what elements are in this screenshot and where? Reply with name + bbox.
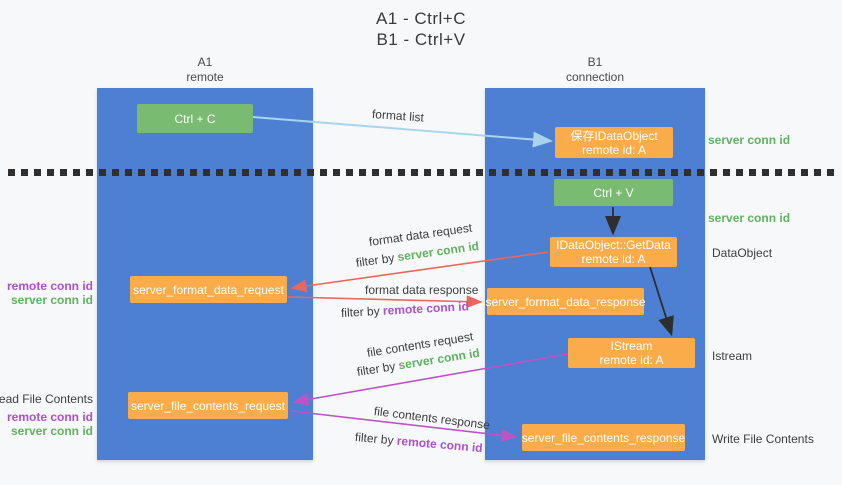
node-server-format-data-request-label: server_format_data_request [133,282,284,297]
title-line-2: B1 - Ctrl+V [376,30,466,49]
label-dataobject: DataObject [712,246,773,260]
node-server-format-data-response-label: server_format_data_response [485,294,646,309]
label-istream: Istream [712,349,753,363]
title-line-1: A1 - Ctrl+C [375,9,467,28]
label-format-list: format list [371,107,425,125]
node-save-idataobject-line1: 保存IDataObject [570,128,658,143]
node-ctrl-c: Ctrl + C [137,104,253,133]
node-istream: IStream remote id: A [568,338,695,368]
node-save-idataobject: 保存IDataObject remote id: A [555,127,673,158]
label-file-contents-response: file contents response [373,404,491,433]
filter-prefix: filter by [354,430,395,448]
label-read-file-contents: Read File Contents [0,392,93,406]
filter-prefix: filter by [355,250,396,270]
node-server-format-data-request: server_format_data_request [130,276,287,303]
node-ctrl-v: Ctrl + V [554,179,673,206]
node-server-file-contents-response-label: server_file_contents_response [521,430,686,445]
node-ctrl-c-label: Ctrl + C [174,111,216,126]
node-save-idataobject-line2: remote id: A [581,142,647,157]
label-file-remote-conn-id: remote conn id [6,410,93,424]
label-server-conn-id-top: server conn id [708,133,791,147]
label-write-file-contents: Write File Contents [712,432,814,446]
column-b1-name: B1 [587,55,603,69]
filter-remote-conn-id: remote conn id [396,433,484,456]
node-istream-line1: IStream [610,339,653,353]
diagram-title: A1 - Ctrl+C B1 - Ctrl+V [0,8,842,50]
column-header-b1: B1 connection [485,55,705,85]
column-b1-subtitle: connection [565,70,625,84]
label-server-conn-id-mid: server conn id [708,211,791,225]
node-idataobject-getdata: IDataObject::GetData remote id: A [550,237,677,267]
node-server-format-data-response: server_format_data_response [485,288,646,315]
label-filter-by-remote-conn-id-file: filter by remote conn id [354,430,483,455]
node-ctrl-v-label: Ctrl + V [593,185,634,200]
dotted-separator-line [8,169,834,176]
column-a1-name: A1 [197,55,213,69]
label-filter-by-remote-conn-id-format: filter by remote conn id [341,299,470,320]
label-format-remote-conn-id: remote conn id [6,279,93,293]
label-file-server-conn-id: server conn id [10,424,93,438]
node-server-file-contents-request: server_file_contents_request [128,392,288,419]
column-header-a1: A1 remote [97,55,313,85]
filter-prefix: filter by [355,359,397,379]
node-server-file-contents-response: server_file_contents_response [522,424,685,451]
node-idataobject-getdata-line1: IDataObject::GetData [556,238,671,252]
label-format-server-conn-id: server conn id [10,293,93,307]
node-istream-line2: remote id: A [599,353,664,367]
node-server-file-contents-request-label: server_file_contents_request [130,398,286,413]
filter-remote-conn-id: remote conn id [382,299,470,318]
label-format-data-response: format data response [365,283,479,297]
filter-prefix: filter by [340,303,381,320]
node-idataobject-getdata-line2: remote id: A [581,252,646,266]
column-a1-subtitle: remote [186,70,224,84]
